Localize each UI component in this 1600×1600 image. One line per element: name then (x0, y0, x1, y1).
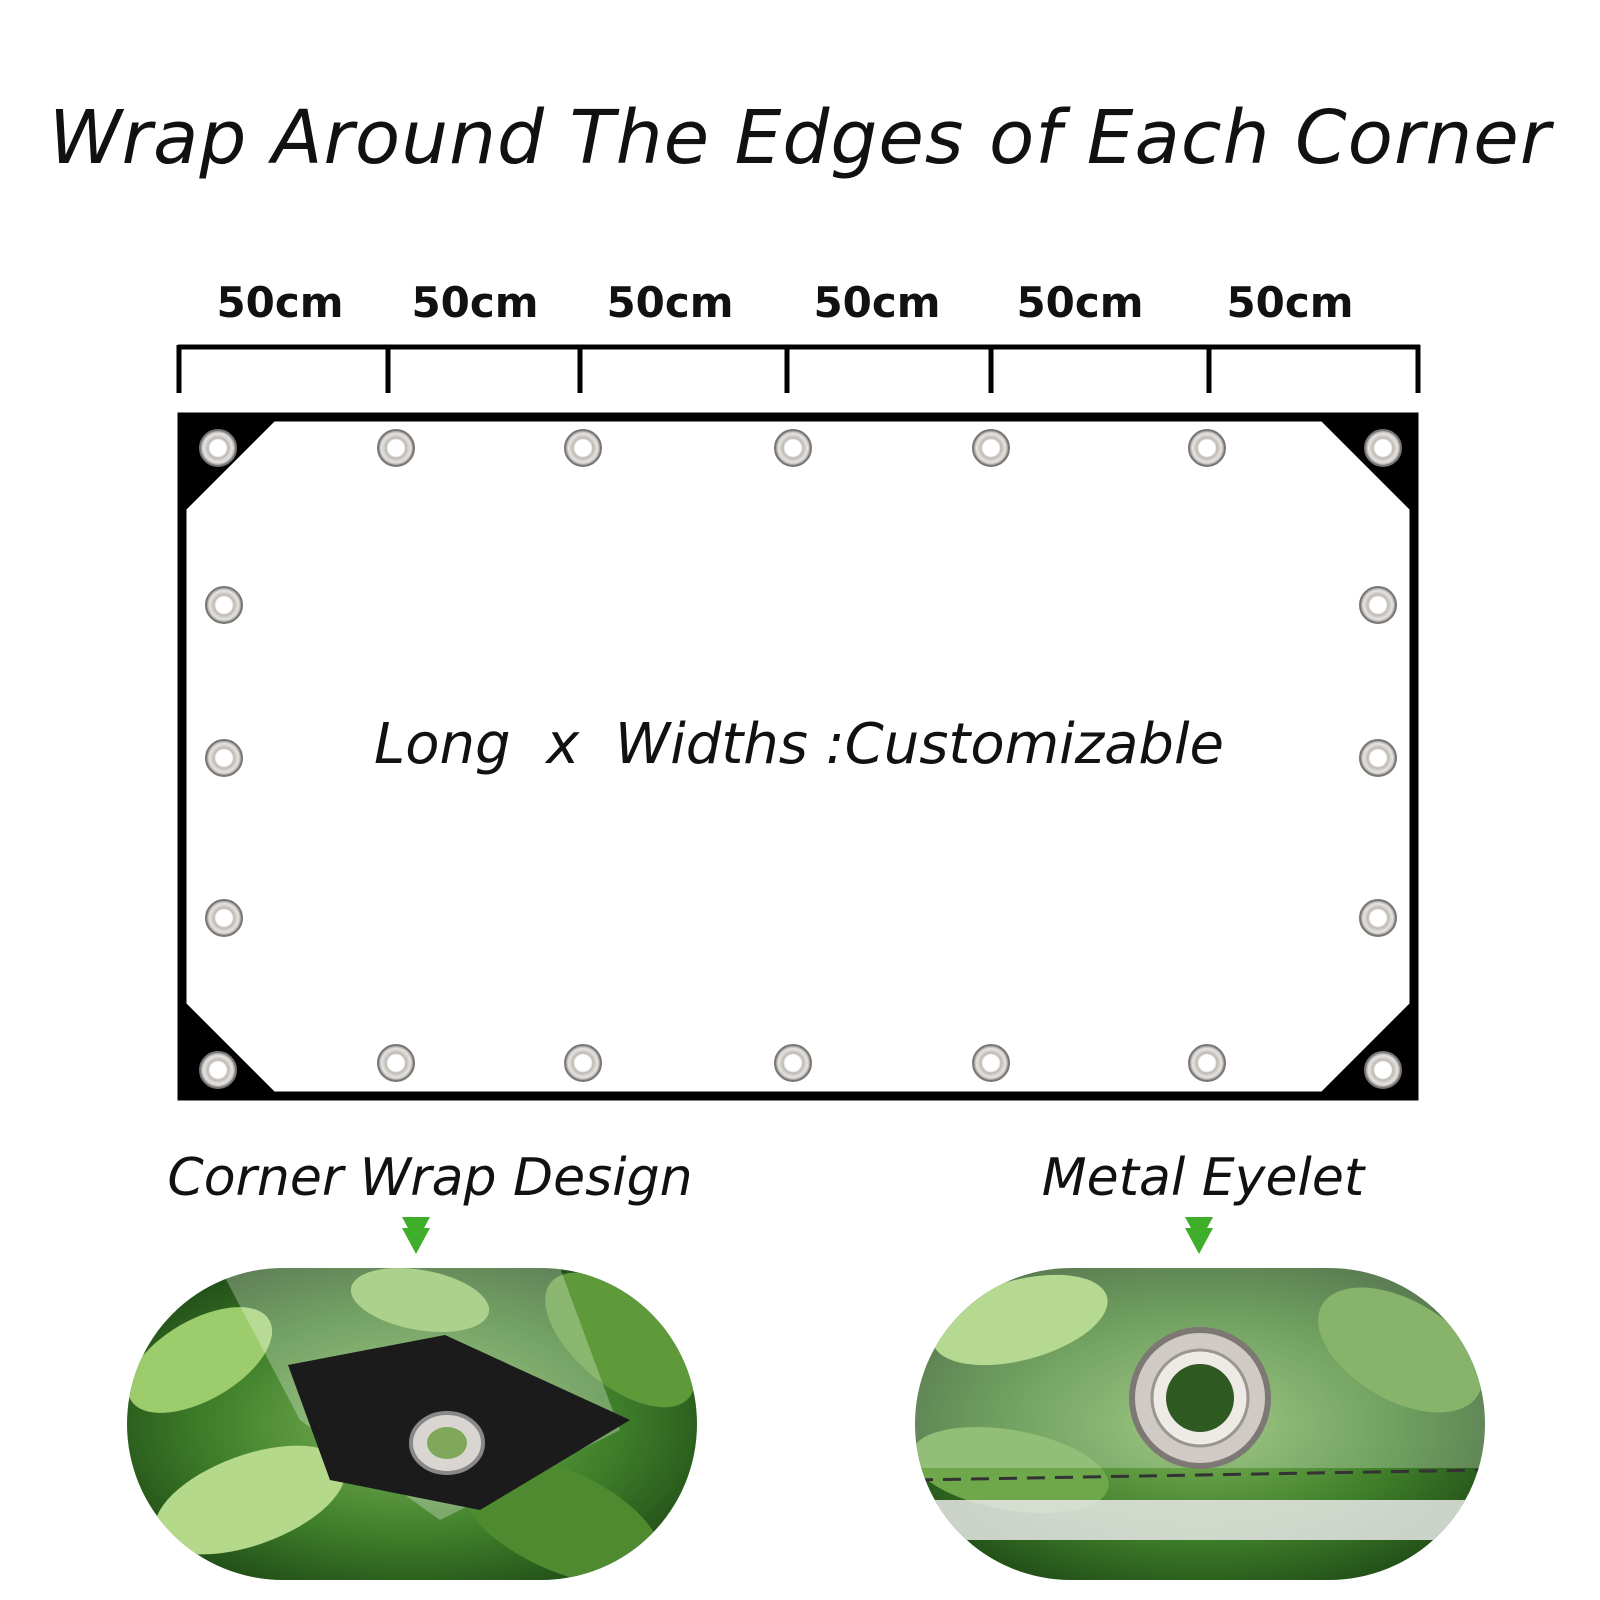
metal-eyelet-photo (915, 1268, 1485, 1580)
eyelet (205, 899, 243, 937)
eyelet (1188, 1044, 1226, 1082)
metal-eyelet-caption: Metal Eyelet (1041, 1148, 1365, 1208)
eyelet (972, 429, 1010, 467)
eyelets (199, 429, 1402, 1089)
eyelet (972, 1044, 1010, 1082)
dimension-label-4: 50cm (813, 278, 941, 327)
dimension-label-2: 50cm (411, 278, 539, 327)
page-title: Wrap Around The Edges of Each Corner (48, 95, 1552, 181)
eyelet (1364, 429, 1402, 467)
eyelet (564, 429, 602, 467)
green-down-arrow-icon (1185, 1217, 1213, 1254)
eyelet (564, 1044, 602, 1082)
eyelet (774, 429, 812, 467)
corner-wrap-caption: Corner Wrap Design (167, 1148, 693, 1208)
eyelet (199, 429, 237, 467)
dimension-label-1: 50cm (216, 278, 344, 327)
eyelet (1359, 586, 1397, 624)
eyelet (377, 1044, 415, 1082)
eyelet (774, 1044, 812, 1082)
size-customizable-text: Long x Widths :Customizable (374, 712, 1224, 777)
dimension-label-6: 50cm (1226, 278, 1354, 327)
eyelet (1188, 429, 1226, 467)
eyelet (1364, 1051, 1402, 1089)
eyelet (205, 586, 243, 624)
eyelet (199, 1051, 237, 1089)
eyelet (377, 429, 415, 467)
green-down-arrow-icon (402, 1217, 430, 1254)
dimension-ruler (176, 344, 1421, 393)
dimension-label-5: 50cm (1016, 278, 1144, 327)
corner-wrap-photo (127, 1268, 697, 1580)
dimension-label-3: 50cm (606, 278, 734, 327)
eyelet (1359, 899, 1397, 937)
tarp-frame (177, 412, 1419, 1101)
eyelet (1359, 739, 1397, 777)
eyelet (205, 739, 243, 777)
